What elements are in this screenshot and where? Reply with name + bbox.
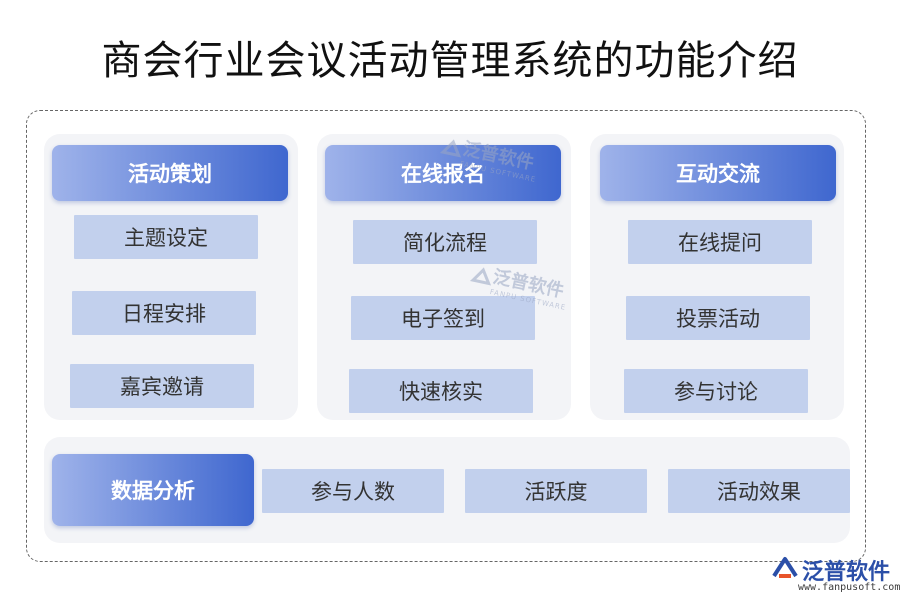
item-voting: 投票活动 [626,296,810,340]
watermark: 泛普软件 FANPU SOFTWARE [438,130,543,184]
item-discussion: 参与讨论 [624,369,808,413]
logo-name: 泛普软件 [802,560,891,585]
header-activity-planning: 活动策划 [52,145,288,201]
header-interaction: 互动交流 [600,145,836,201]
item-guest-invitation: 嘉宾邀请 [70,364,254,408]
item-activity-effect: 活动效果 [668,469,850,513]
header-data-analysis: 数据分析 [52,454,254,526]
brand-logo: 泛普软件 www.fanpusoft.com [770,554,900,598]
item-online-questions: 在线提问 [628,220,812,264]
item-theme-setting: 主题设定 [74,215,258,259]
item-simplified-process: 简化流程 [353,220,537,264]
fanpu-logo-icon [469,267,492,286]
fanpu-logo-icon [772,557,798,578]
header-online-registration: 在线报名 [325,145,561,201]
diagram-frame [26,110,866,562]
item-schedule: 日程安排 [72,291,256,335]
item-participant-count: 参与人数 [262,469,444,513]
watermark: 泛普软件 FANPU SOFTWARE [468,258,573,312]
item-activity-level: 活跃度 [465,469,647,513]
page-title: 商会行业会议活动管理系统的功能介绍 [101,38,799,84]
item-e-checkin: 电子签到 [351,296,535,340]
fanpu-logo-icon [439,139,462,158]
item-quick-verification: 快速核实 [349,369,533,413]
logo-url: www.fanpusoft.com [798,582,900,593]
